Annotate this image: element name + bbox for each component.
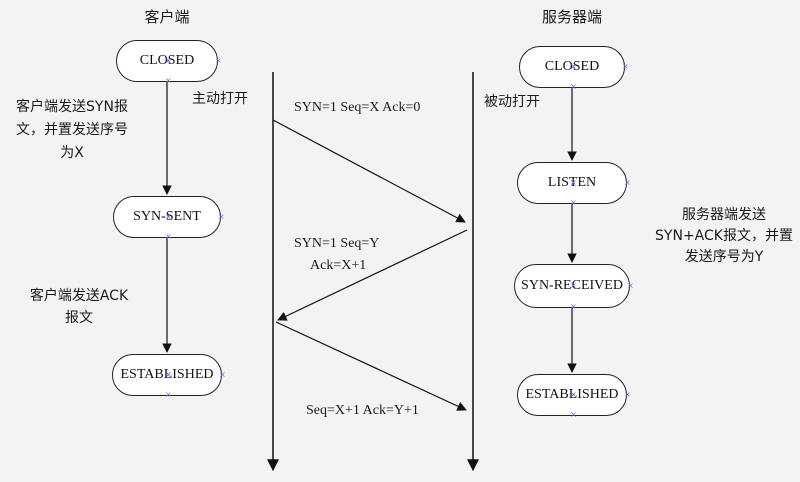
connection-point-marker: ×: [165, 370, 172, 379]
connection-point-marker: ×: [570, 281, 577, 290]
connection-point-marker: ×: [218, 212, 225, 221]
connection-point-marker: ×: [165, 232, 172, 241]
connection-point-marker: ×: [624, 178, 631, 187]
connection-point-marker: ×: [570, 178, 577, 187]
ack-message-arrow: [275, 321, 467, 411]
connection-point-marker: ×: [165, 56, 172, 65]
connection-point-marker: ×: [624, 390, 631, 399]
connection-point-marker: ×: [570, 281, 577, 290]
syn-message-arrow: [272, 119, 466, 223]
client-state-syn-sent: SYN-SENT ××××: [113, 196, 225, 241]
connection-point-marker: ×: [570, 178, 577, 187]
server-synack-note-line1: 服务器端发送: [682, 207, 766, 223]
connection-point-marker: ×: [165, 212, 172, 221]
client-syn-note-line1: 客户端发送SYN报: [16, 99, 128, 115]
server-state-established-label: ESTABLISHED: [525, 387, 619, 402]
ack-message-label: Seq=X+1 Ack=Y+1: [306, 403, 419, 418]
client-state-syn-sent-label: SYN-SENT: [133, 209, 201, 224]
active-open-label: 主动打开: [192, 91, 248, 107]
connection-point-marker: ×: [165, 370, 172, 379]
client-syn-note-line3: 为X: [60, 145, 84, 161]
connection-point-marker: ×: [165, 212, 172, 221]
connection-point-marker: ×: [570, 410, 577, 419]
server-state-syn-received-label: SYN-RECEIVED: [521, 278, 623, 293]
connection-point-marker: ×: [622, 62, 629, 71]
client-state-established-label: ESTABLISHED: [120, 367, 214, 382]
connection-point-marker: ×: [570, 302, 577, 311]
server-title: 服务器端: [541, 8, 602, 26]
client-state-established: ESTABLISHED ××××: [112, 354, 226, 399]
connection-point-marker: ×: [165, 76, 172, 85]
connection-point-marker: ×: [215, 56, 222, 65]
connection-point-marker: ×: [165, 390, 172, 399]
server-state-listen: LISTEN ××××: [517, 162, 631, 207]
server-state-closed: CLOSED ××××: [519, 46, 629, 91]
connection-point-marker: ×: [219, 370, 226, 379]
server-state-syn-received: SYN-RECEIVED ××××: [514, 264, 634, 311]
connection-point-marker: ×: [570, 390, 577, 399]
client-ack-note-line1: 客户端发送ACK: [29, 288, 129, 304]
client-state-closed-label: CLOSED: [139, 53, 195, 68]
client-title: 客户端: [144, 8, 190, 26]
synack-message-label-line1: SYN=1 Seq=Y: [294, 236, 380, 251]
client-syn-note-line2: 文，并置发送序号: [16, 122, 128, 138]
connection-point-marker: ×: [570, 62, 577, 71]
server-state-established: ESTABLISHED ××××: [517, 374, 631, 419]
synack-message-arrow: [277, 229, 468, 321]
connection-point-marker: ×: [570, 82, 577, 91]
client-ack-note-line2: 报文: [65, 310, 93, 326]
server-synack-note-line3: 发送序号为Y: [684, 249, 764, 265]
connection-point-marker: ×: [570, 390, 577, 399]
syn-message-label: SYN=1 Seq=X Ack=0: [294, 100, 421, 115]
connection-point-marker: ×: [570, 62, 577, 71]
server-synack-note-line2: SYN+ACK报文，并置: [655, 228, 793, 244]
connection-point-marker: ×: [570, 198, 577, 207]
connection-point-marker: ×: [165, 56, 172, 65]
connection-point-marker: ×: [627, 281, 634, 290]
synack-message-label-line2: Ack=X+1: [310, 258, 367, 273]
server-state-closed-label: CLOSED: [544, 59, 600, 74]
passive-open-label: 被动打开: [484, 94, 540, 110]
server-state-listen-label: LISTEN: [547, 175, 597, 190]
client-state-closed: CLOSED ××××: [116, 40, 222, 85]
